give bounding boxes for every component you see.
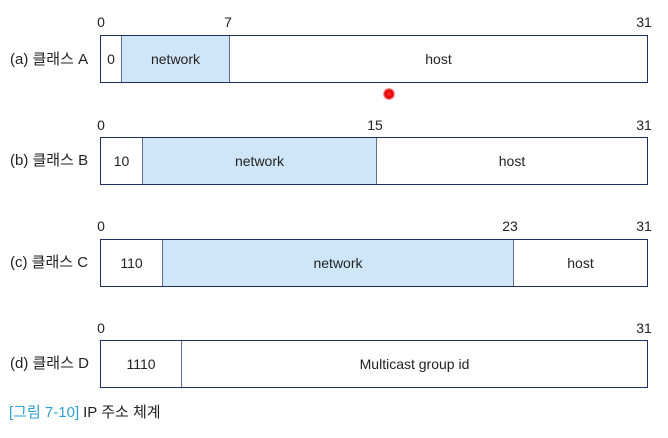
- bit-label: 23: [502, 218, 518, 234]
- prefix-segment: 110: [120, 255, 143, 271]
- prefix-segment: 10: [113, 153, 130, 169]
- figure-caption: [그림 7-10]IP 주소 체계: [9, 404, 161, 422]
- host-segment: host: [229, 36, 647, 82]
- address-bar: 10 network host: [100, 137, 648, 185]
- bit-label: 0: [97, 14, 105, 30]
- prefix-segment: 1110: [126, 356, 156, 372]
- address-bar: 110 network host: [100, 239, 648, 287]
- row-label: (d) 클래스 D: [10, 355, 89, 372]
- pointer-dot-icon: [383, 88, 395, 100]
- figure-number: [그림 7-10]: [9, 404, 80, 421]
- host-segment: host: [513, 240, 647, 286]
- row-label: (b) 클래스 B: [10, 152, 89, 169]
- figure-title: IP 주소 체계: [83, 404, 161, 421]
- bit-label: 31: [636, 14, 652, 30]
- bit-label: 31: [636, 117, 652, 133]
- row-label: (c) 클래스 C: [10, 254, 89, 271]
- bit-label: 0: [97, 320, 105, 336]
- host-segment: host: [376, 138, 647, 184]
- prefix-segment: 0: [107, 51, 115, 67]
- network-segment: network: [162, 240, 513, 286]
- bit-label: 15: [367, 117, 383, 133]
- network-segment: network: [142, 138, 376, 184]
- bit-label: 7: [224, 14, 232, 30]
- bit-label: 0: [97, 218, 105, 234]
- group-id-segment: Multicast group id: [181, 341, 647, 387]
- row-label: (a) 클래스 A: [10, 51, 89, 68]
- address-bar: 0 network host: [100, 35, 648, 83]
- bit-label: 31: [636, 320, 652, 336]
- bit-label: 31: [636, 218, 652, 234]
- address-bar: 1110 Multicast group id: [100, 340, 648, 388]
- bit-label: 0: [97, 117, 105, 133]
- network-segment: network: [121, 36, 229, 82]
